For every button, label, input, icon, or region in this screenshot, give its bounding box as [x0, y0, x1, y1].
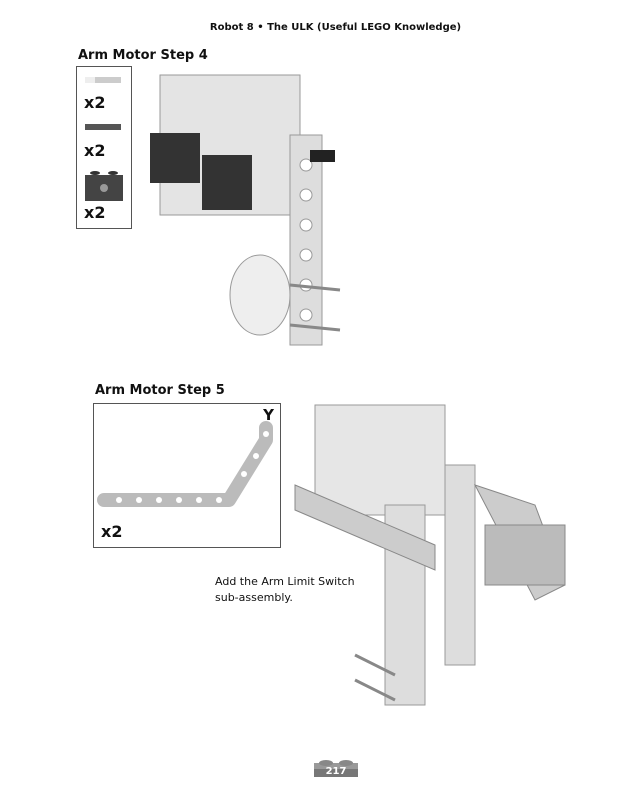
bent-liftarm-icon — [97, 421, 273, 507]
step4-title: Arm Motor Step 4 — [78, 48, 208, 63]
lego-plate-icon — [314, 760, 358, 777]
step5-model-illustration — [294, 404, 566, 706]
step4-model-illustration — [150, 74, 341, 346]
instruction-line: sub-assembly. — [215, 591, 293, 604]
light-axle-pin-icon — [85, 77, 121, 83]
page-number: 217 — [325, 766, 347, 777]
dark-connector-peg-icon — [85, 124, 121, 130]
step5-parts-box: Y x2 — [93, 403, 281, 548]
running-header: Robot 8 • The ULK (Useful LEGO Knowledge… — [209, 22, 462, 33]
part-label: Y — [263, 406, 274, 424]
step5-title: Arm Motor Step 5 — [95, 383, 225, 398]
part-qty: x2 — [84, 203, 106, 222]
part-qty: x2 — [84, 93, 106, 112]
part-qty: x2 — [101, 522, 123, 541]
page-number-badge: 217 — [314, 759, 358, 777]
dark-technic-brick-icon — [85, 171, 123, 201]
instruction-line: Add the Arm Limit Switch — [215, 575, 355, 588]
step4-parts-box: x2 x2 x2 — [76, 66, 132, 229]
part-qty: x2 — [84, 141, 106, 160]
parts-icons — [85, 77, 123, 201]
step5-instruction: Add the Arm Limit Switch sub-assembly. — [215, 574, 355, 606]
